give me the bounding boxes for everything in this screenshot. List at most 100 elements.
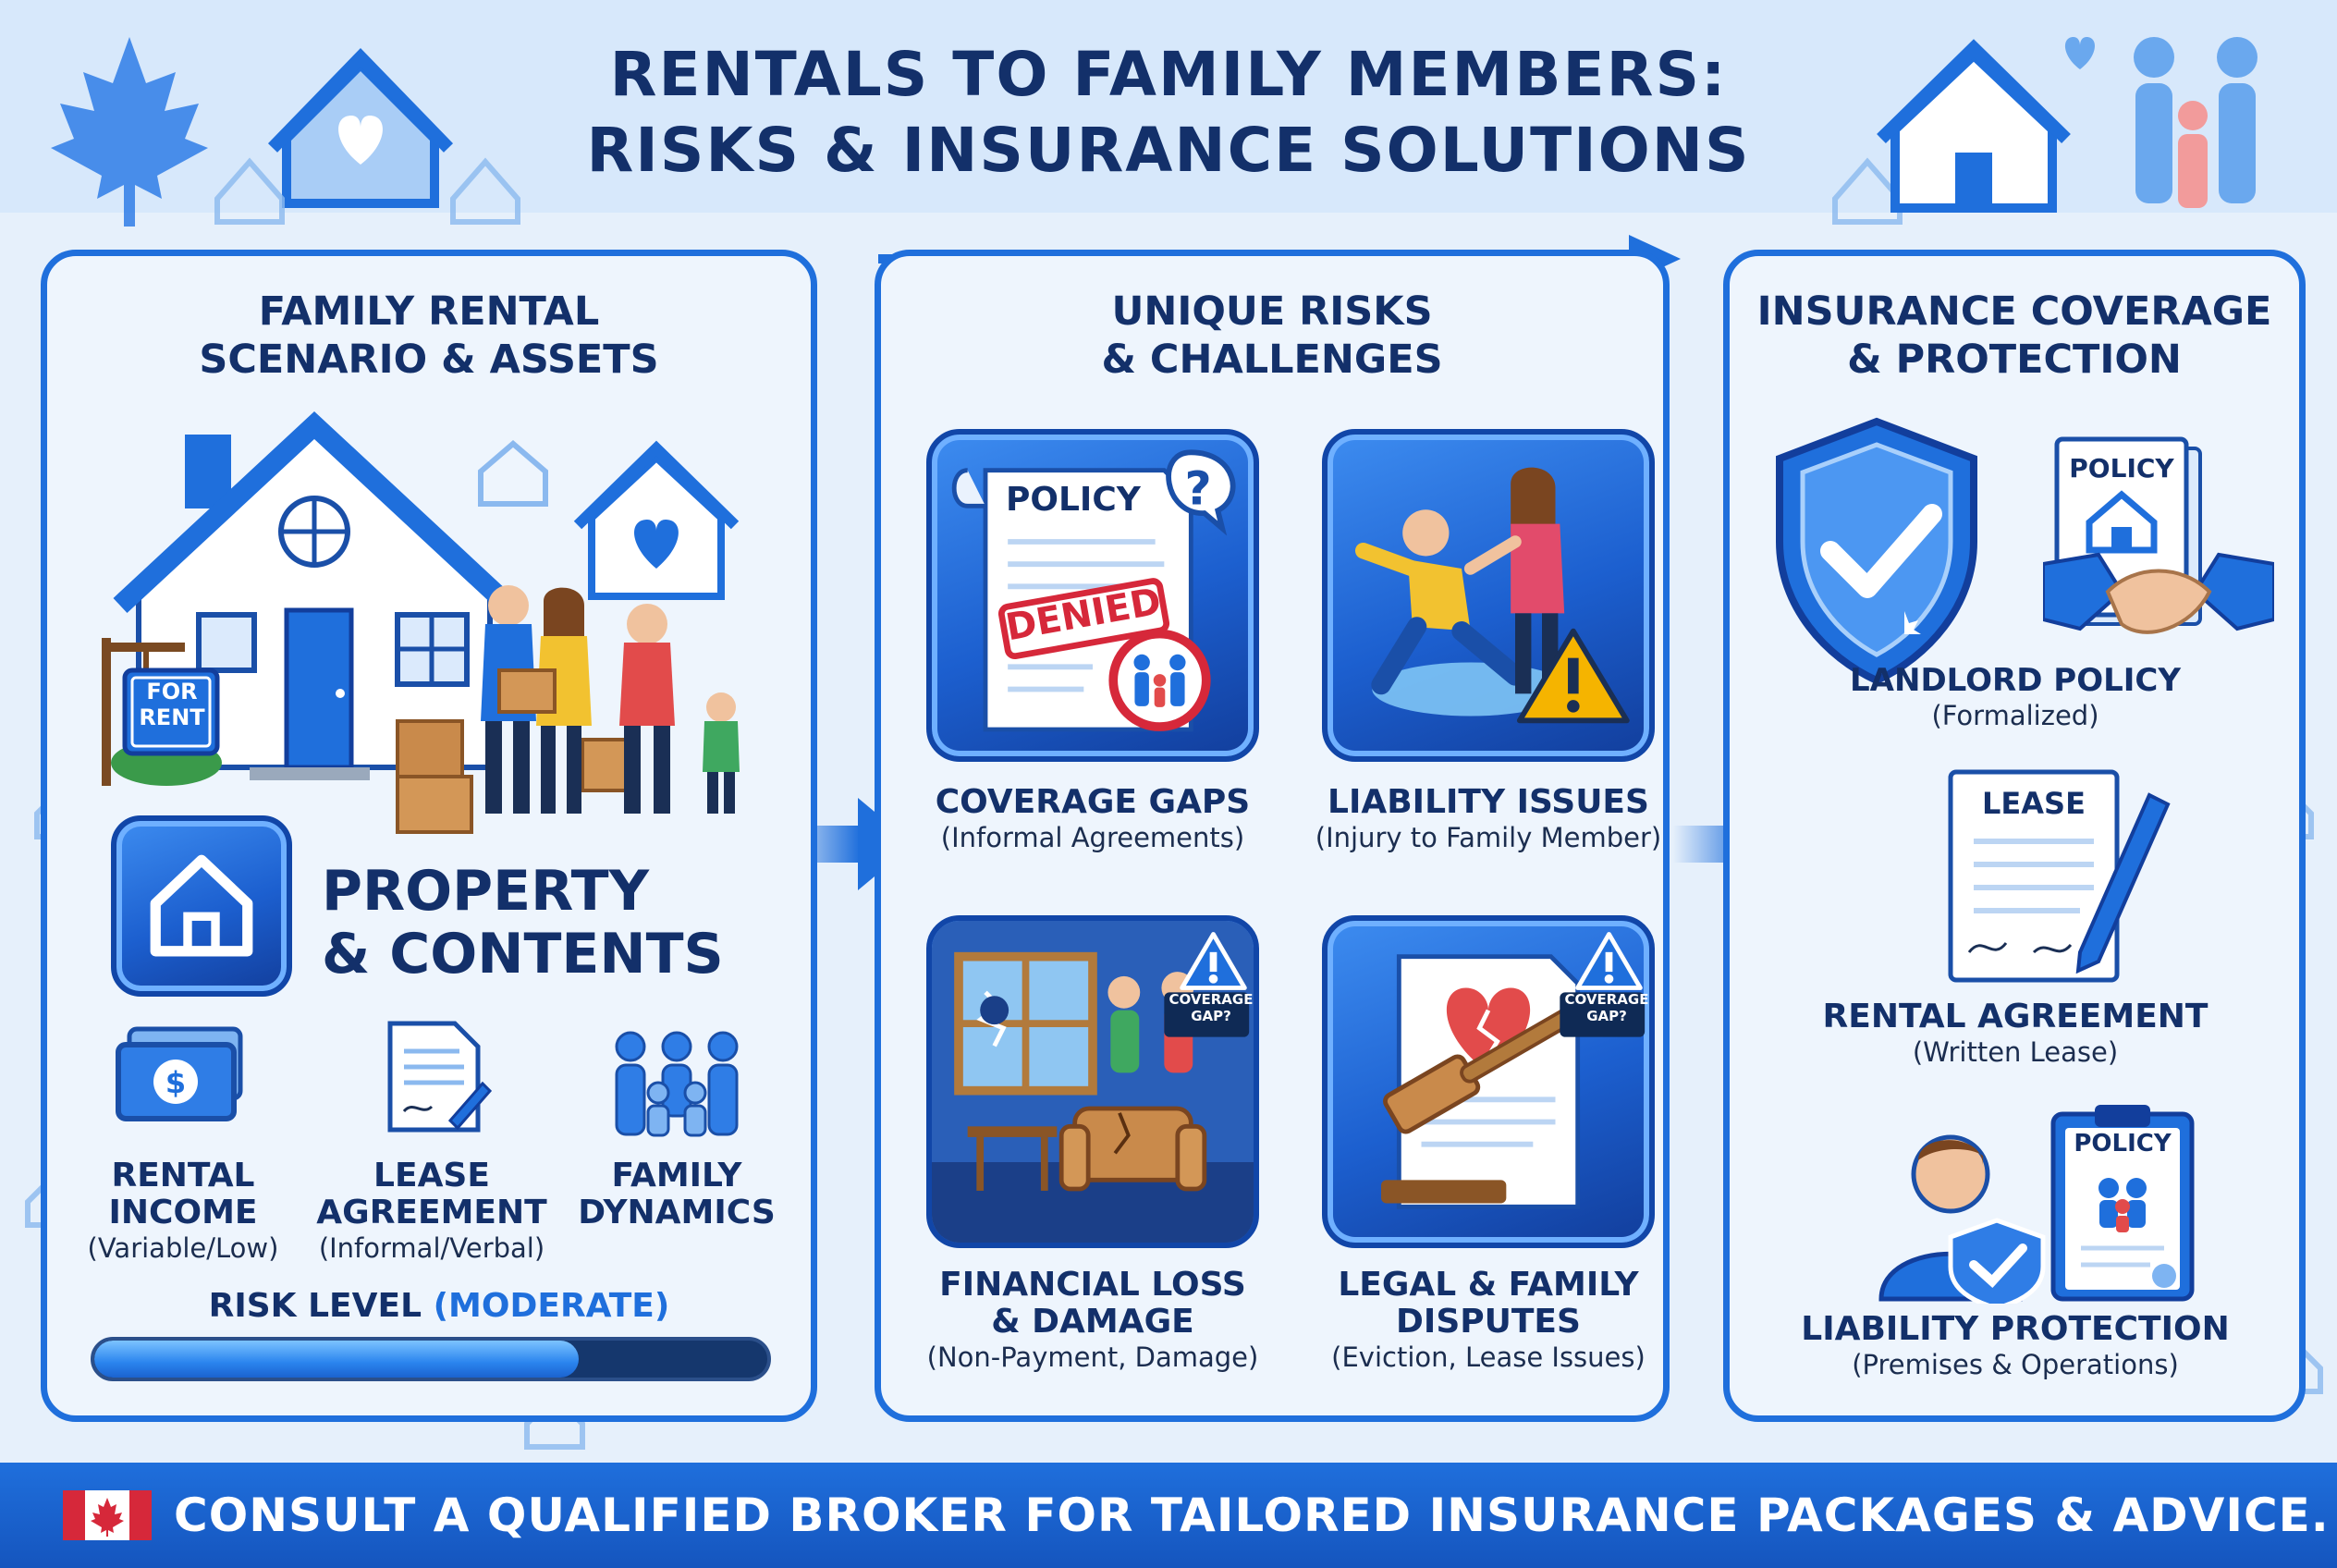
property-line-2: & CONTENTS: [322, 922, 724, 986]
landlord-policy-doc-text: POLICY: [2069, 453, 2174, 484]
badge-line-1: COVERAGE: [1168, 991, 1254, 1008]
heading-line-1: INSURANCE COVERAGE: [1756, 288, 2272, 335]
for-rent-sign-text: FOR RENT: [131, 679, 213, 730]
tile-policy-text: POLICY: [1006, 481, 1141, 519]
denied-stamp-icon: [997, 578, 1170, 660]
solution-title: LIABILITY PROTECTION: [1801, 1310, 2230, 1348]
heading-line-1: UNIQUE RISKS: [1111, 288, 1433, 335]
coverage-gaps-tile: ?: [926, 429, 1259, 762]
handshake-icon: [2043, 536, 2274, 656]
risk-level-text: RISK LEVEL: [208, 1287, 422, 1325]
main-house-icon: [111, 410, 516, 786]
sign-line-2: RENT: [139, 704, 205, 730]
svg-text:?: ?: [1184, 460, 1211, 515]
risk-level-bar: [91, 1337, 771, 1381]
asset-subtitle: (Informal/Verbal): [318, 1232, 545, 1264]
risk-legal-disputes: LEGAL & FAMILY DISPUTES (Eviction, Lease…: [1294, 1267, 1682, 1374]
panel-heading: INSURANCE COVERAGE & PROTECTION: [1730, 288, 2299, 384]
asset-title-line-2: DYNAMICS: [578, 1194, 776, 1231]
asset-title-line-2: INCOME: [108, 1194, 258, 1231]
footer-banner: CONSULT A QUALIFIED BROKER FOR TAILORED …: [0, 1463, 2337, 1568]
risk-title: LIABILITY ISSUES: [1328, 783, 1649, 821]
risk-liability-issues: LIABILITY ISSUES (Injury to Family Membe…: [1294, 784, 1682, 854]
question-bubble-icon: ?: [1166, 449, 1236, 536]
for-rent-sign-icon: [102, 638, 220, 786]
coverage-gap-badge-text: COVERAGE GAP?: [1562, 991, 1651, 1024]
risk-subtitle: (Injury to Family Member): [1315, 822, 1662, 853]
liability-issues-tile: [1322, 429, 1655, 762]
shield-check-icon: [1766, 412, 1988, 690]
risk-level-label: RISK LEVEL (MODERATE): [74, 1287, 804, 1325]
asset-title-line-2: AGREEMENT: [316, 1194, 547, 1231]
heart-icon: [2064, 37, 2096, 69]
warning-icon: [1516, 628, 1630, 724]
no-family-icon: [1108, 629, 1211, 731]
house-icon: [150, 854, 253, 957]
risk-financial-loss: FINANCIAL LOSS & DAMAGE (Non-Payment, Da…: [906, 1267, 1279, 1374]
heading-line-2: & CHALLENGES: [1101, 337, 1443, 383]
solution-subtitle: (Written Lease): [1912, 1036, 2119, 1068]
risk-title-line-2: & DAMAGE: [991, 1303, 1194, 1341]
asset-rental-income: RENTAL INCOME (Variable/Low): [72, 1158, 294, 1265]
risk-title-line-1: FINANCIAL LOSS: [939, 1266, 1246, 1304]
risk-subtitle: (Eviction, Lease Issues): [1331, 1341, 1646, 1373]
financial-loss-tile: [926, 915, 1259, 1248]
risk-level-fill: [94, 1341, 580, 1378]
family-icon: [603, 1028, 751, 1137]
solution-title: LANDLORD POLICY: [1850, 662, 2181, 699]
small-house-heart-icon: [573, 440, 740, 600]
asset-title-line-1: LEASE: [373, 1157, 490, 1194]
asset-family-dynamics: FAMILY DYNAMICS: [566, 1158, 788, 1231]
broken-window-icon: [954, 951, 1097, 1096]
damaged-armchair-icon: [1058, 1106, 1207, 1192]
maple-leaf-icon: [51, 37, 208, 227]
panel-heading: UNIQUE RISKS & CHALLENGES: [881, 288, 1663, 384]
helping-person-icon: [1463, 467, 1565, 694]
slipping-person-icon: [1354, 509, 1525, 695]
panel-heading: FAMILY RENTAL SCENARIO & ASSETS: [47, 288, 811, 384]
risk-subtitle: (Non-Payment, Damage): [926, 1341, 1259, 1373]
badge-line-2: GAP?: [1191, 1008, 1231, 1024]
coverage-gap-badge-text: COVERAGE GAP?: [1167, 991, 1255, 1024]
svg-text:$: $: [165, 1065, 186, 1100]
solution-landlord-policy: LANDLORD POLICY (Formalized): [1738, 662, 2293, 732]
house-icon: [1877, 39, 2071, 213]
asset-subtitle: (Variable/Low): [87, 1232, 279, 1264]
family-icon: [2134, 37, 2257, 208]
sign-line-1: FOR: [146, 679, 198, 704]
asset-lease-agreement: LEASE AGREEMENT (Informal/Verbal): [307, 1158, 557, 1265]
page-title: RENTALS TO FAMILY MEMBERS: RISKS & INSUR…: [0, 37, 2337, 189]
risk-title-line-1: LEGAL & FAMILY: [1338, 1266, 1639, 1304]
badge-line-2: GAP?: [1586, 1008, 1627, 1024]
risk-coverage-gaps: COVERAGE GAPS (Informal Agreements): [906, 784, 1279, 854]
solution-title: RENTAL AGREEMENT: [1822, 998, 2209, 1035]
risk-level-value: (MODERATE): [433, 1287, 670, 1325]
house-scene-illustration: [102, 407, 767, 841]
document-icon: [381, 1019, 492, 1137]
coverage-gap-badge: [1560, 992, 1646, 1037]
solution-subtitle: (Formalized): [1931, 700, 2099, 731]
warning-icon: [1180, 932, 1247, 990]
person-shield-icon: [1867, 1119, 2052, 1304]
risk-title: COVERAGE GAPS: [935, 783, 1251, 821]
property-line-1: PROPERTY: [322, 859, 650, 924]
legal-disputes-tile: [1322, 915, 1655, 1248]
solution-rental-agreement: RENTAL AGREEMENT (Written Lease): [1738, 998, 2293, 1069]
solution-liability-protection: LIABILITY PROTECTION (Premises & Operati…: [1738, 1311, 2293, 1381]
risk-title-line-2: DISPUTES: [1396, 1303, 1581, 1341]
heading-line-1: FAMILY RENTAL: [258, 288, 600, 335]
risk-subtitle: (Informal Agreements): [940, 822, 1245, 853]
heading-line-2: SCENARIO & ASSETS: [199, 337, 659, 383]
title-line-2: RISKS & INSURANCE SOLUTIONS: [586, 115, 1751, 186]
solution-subtitle: (Premises & Operations): [1852, 1349, 2179, 1380]
title-line-1: RENTALS TO FAMILY MEMBERS:: [609, 39, 1728, 110]
liability-policy-icon: [2049, 1100, 2196, 1304]
house-heart-icon: [267, 47, 454, 208]
money-icon: $: [111, 1024, 250, 1128]
lease-doc-text: LEASE: [1982, 786, 2086, 821]
property-contents-label: PROPERTY & CONTENTS: [322, 860, 724, 986]
property-contents-tile: [111, 815, 292, 997]
asset-title-line-1: RENTAL: [111, 1157, 255, 1194]
asset-title-line-1: FAMILY: [611, 1157, 742, 1194]
